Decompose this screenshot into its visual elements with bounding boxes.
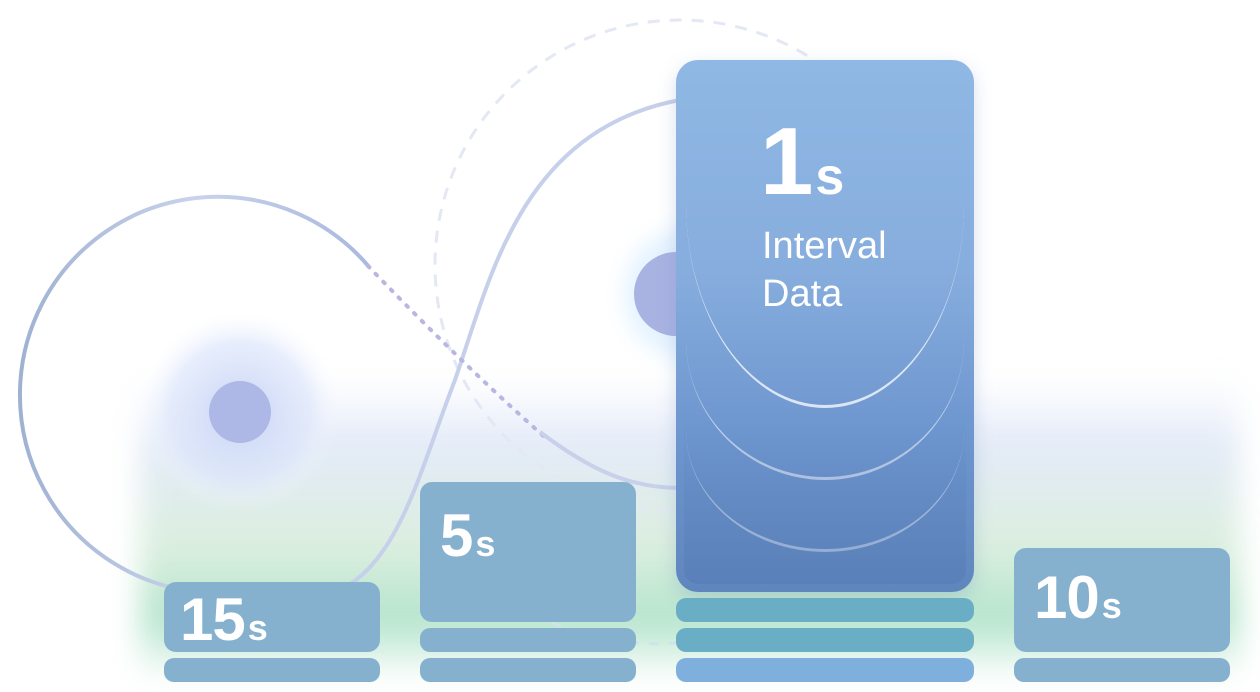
interval-card-1s: 1s Interval Data — [676, 60, 974, 592]
card-15s-slab — [164, 658, 380, 682]
card-10s-slab — [1014, 658, 1230, 682]
caption-line: Data — [762, 273, 843, 315]
left-orbit-loop — [17, 194, 372, 594]
card-inner-shade — [684, 414, 966, 584]
card-1s-slab — [676, 658, 974, 682]
interval-value-label: 15s — [180, 590, 268, 650]
interval-unit: s — [1101, 585, 1122, 626]
interval-number: 15 — [180, 586, 246, 653]
orbit-connector — [339, 98, 681, 592]
left-hub — [209, 381, 271, 443]
interval-value-label: 5s — [440, 506, 495, 566]
interval-number: 1 — [760, 108, 813, 215]
card-1s-slab — [676, 628, 974, 652]
interval-caption: Interval Data — [762, 222, 962, 318]
interval-value-label: 10s — [1034, 568, 1122, 628]
interval-card-10s: 10s — [1014, 548, 1230, 652]
interval-unit: s — [815, 148, 845, 206]
interval-value-label: 1s — [760, 114, 844, 210]
card-1s-slab — [676, 598, 974, 622]
card-5s-slab — [420, 658, 636, 682]
interval-card-15s: 15s — [164, 582, 380, 652]
orbit-dotted-link — [366, 264, 550, 442]
interval-number: 5 — [440, 502, 473, 569]
orbit-lower-arc — [538, 430, 681, 490]
interval-number: 10 — [1034, 564, 1100, 631]
interval-unit: s — [247, 607, 268, 648]
card-5s-slab — [420, 628, 636, 652]
interval-card-5s: 5s — [420, 482, 636, 622]
caption-line: Interval — [762, 225, 887, 267]
interval-unit: s — [475, 523, 496, 564]
card-ripple — [686, 310, 964, 552]
